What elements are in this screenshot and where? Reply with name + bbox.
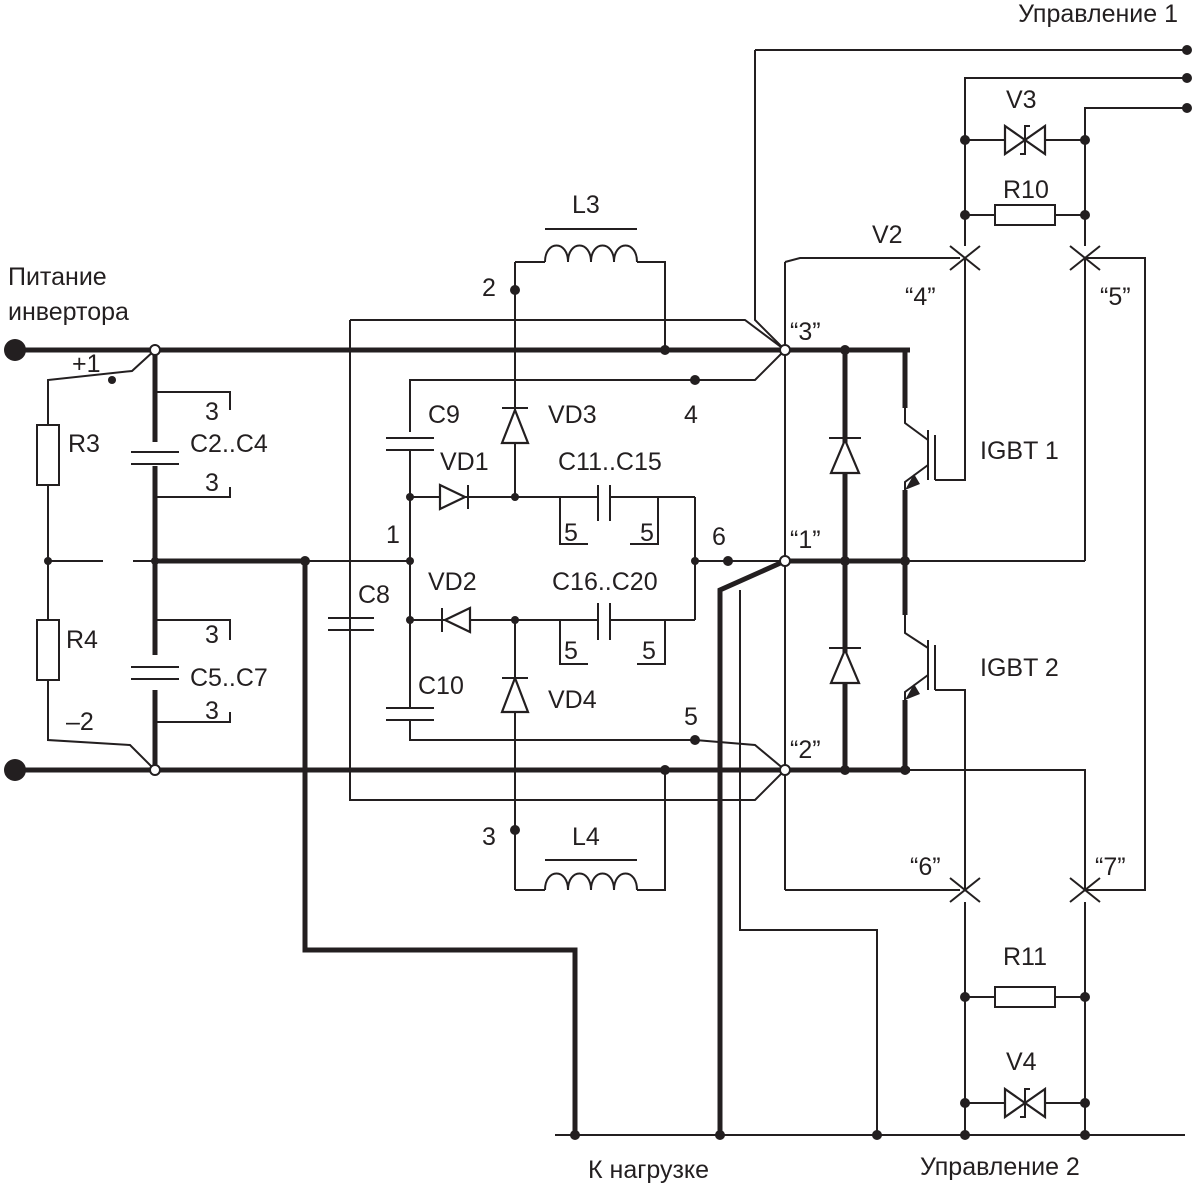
terminal-3-label: “3” (790, 318, 821, 346)
power-label-line2: инвертора (8, 298, 129, 326)
cap3-label-2: 3 (205, 469, 219, 497)
VD2-label: VD2 (428, 568, 477, 596)
connector-4[interactable] (949, 245, 981, 271)
R4-label: R4 (66, 626, 98, 654)
output-line (555, 590, 1185, 1140)
terminal-7-label: “7” (1095, 853, 1126, 881)
C10-label: C10 (418, 672, 464, 700)
C9-label: C9 (428, 401, 460, 429)
gate-network-1 (755, 49, 1185, 246)
C5C7-label: C5..C7 (190, 664, 268, 692)
dc-buses (15, 347, 910, 1135)
VD4-label: VD4 (548, 686, 597, 714)
snubber-loop (300, 319, 787, 801)
terminal-5-label: “5” (1100, 283, 1131, 311)
power-terminal-minus[interactable] (4, 759, 26, 781)
labels: Управление 1 Управление 2 К нагрузке Пит… (8, 0, 1178, 1184)
terminal-2-label: “2” (790, 736, 821, 764)
control2-label: Управление 2 (920, 1153, 1080, 1181)
R3-label: R3 (68, 430, 100, 458)
node-6-label: 6 (712, 523, 726, 551)
cap5-label-3: 5 (564, 637, 578, 665)
R10-label: R10 (1003, 176, 1049, 204)
load-wire-a (302, 561, 578, 1135)
C11C15-label: C11..C15 (558, 448, 662, 476)
resistor-R11 (994, 986, 1056, 1008)
C2C4-label: C2..C4 (190, 430, 268, 458)
cap5-label-1: 5 (564, 519, 578, 547)
plus1-label: +1 (72, 350, 101, 378)
resistor-R4 (36, 619, 60, 681)
input-divider (36, 344, 231, 776)
R11-label: R11 (1003, 943, 1047, 971)
terminal-4-label: “4” (905, 283, 936, 311)
cap5-label-4: 5 (642, 637, 656, 665)
V4-label: V4 (1006, 1048, 1037, 1076)
gate-network-2 (960, 902, 1090, 1135)
control1-label: Управление 1 (1018, 0, 1178, 28)
minus2-label: –2 (66, 708, 94, 736)
connector-5[interactable] (1069, 245, 1101, 271)
power-label-line1: Питание (8, 263, 107, 291)
IGBT2-label: IGBT 2 (980, 654, 1059, 682)
load-wire-b (717, 558, 787, 1135)
cap3-label-4: 3 (205, 697, 219, 725)
connector-7[interactable] (1069, 877, 1101, 903)
resistor-R10 (994, 204, 1056, 226)
cap3-label-1: 3 (205, 398, 219, 426)
V3-label: V3 (1006, 86, 1037, 114)
load-label: К нагрузке (588, 1156, 709, 1184)
terminal-6-label: “6” (910, 853, 941, 881)
node-5-label: 5 (684, 703, 698, 731)
VD3-label: VD3 (548, 401, 597, 429)
terminal-1-label: “1” (790, 526, 821, 554)
igbt-module (754, 50, 1146, 891)
V2-label: V2 (872, 221, 903, 249)
resonant-circuit (386, 228, 785, 891)
cap3-label-3: 3 (205, 621, 219, 649)
C16C20-label: C16..C20 (552, 568, 658, 596)
C8-label: C8 (358, 581, 390, 609)
control1-terminal-a[interactable] (1182, 45, 1192, 55)
L3-label: L3 (572, 191, 600, 219)
VD1-label: VD1 (440, 448, 489, 476)
L4-label: L4 (572, 823, 600, 851)
node-4-label: 4 (684, 401, 698, 429)
resistor-R3 (36, 424, 60, 486)
IGBT1-label: IGBT 1 (980, 437, 1059, 465)
node-3-label: 3 (482, 823, 496, 851)
cap5-label-2: 5 (640, 519, 654, 547)
node-1-label: 1 (386, 521, 400, 549)
power-terminal-plus[interactable] (4, 339, 26, 361)
node-2-label: 2 (482, 274, 496, 302)
control1-terminal-b[interactable] (1182, 73, 1192, 83)
control1-terminal-c[interactable] (1182, 103, 1192, 113)
connector-6[interactable] (949, 877, 981, 903)
